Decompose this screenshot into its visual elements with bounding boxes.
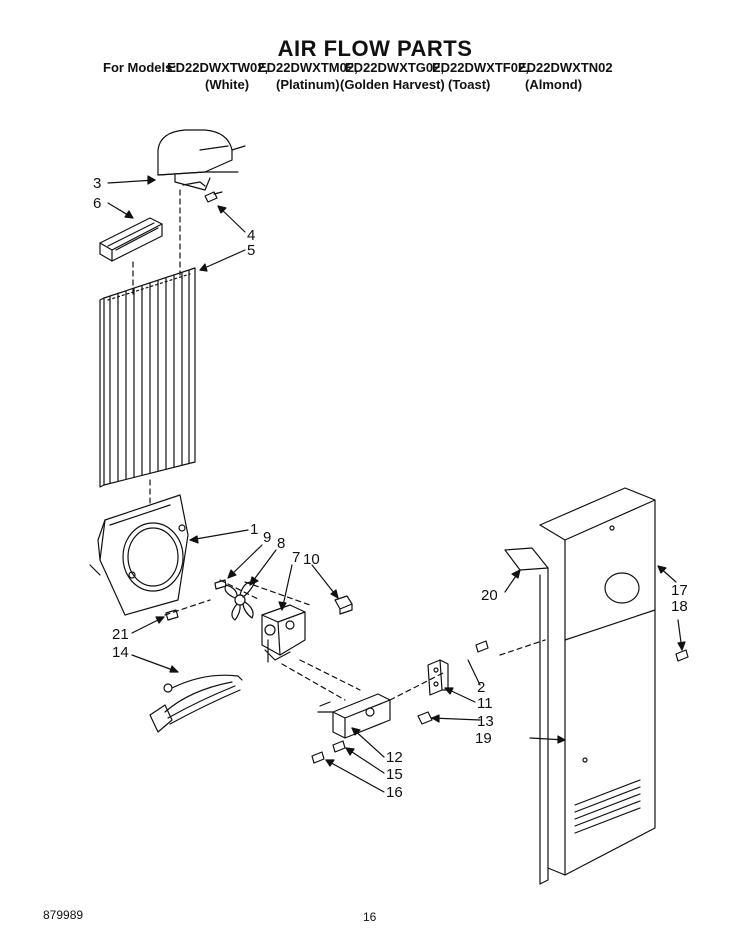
model-color: (Almond) <box>525 77 583 92</box>
air-duct-part <box>158 130 245 190</box>
insert-part <box>100 218 162 261</box>
page-title: AIR FLOW PARTS <box>277 36 473 61</box>
wire-harness-part <box>150 675 242 732</box>
grommet-part <box>335 596 352 614</box>
callout-1: 1 <box>250 521 259 538</box>
callout-9: 9 <box>263 529 272 546</box>
evaporator-coil-part <box>100 268 195 487</box>
model-number: ED22DWXTF02, <box>432 60 529 75</box>
alignment-lines <box>133 190 545 700</box>
callout-17: 17 <box>671 582 688 599</box>
model-color: (Golden Harvest) <box>340 77 445 92</box>
bracket-part <box>428 660 448 695</box>
callout-16: 16 <box>386 784 403 801</box>
model-color: (Platinum) <box>276 77 340 92</box>
fan-shroud-part <box>90 495 188 615</box>
screw-part <box>676 650 688 661</box>
model-number: ED22DWXTG02, <box>345 60 444 75</box>
screw-part <box>312 741 345 763</box>
nut-part <box>418 712 432 724</box>
callout-20: 20 <box>481 587 498 604</box>
model-number: ED22DWXTN02 <box>518 60 613 75</box>
fan-motor-part <box>262 605 305 662</box>
rear-panel-part <box>540 488 655 875</box>
callout-12: 12 <box>386 749 403 766</box>
callout-5: 5 <box>247 242 256 259</box>
callout-2: 2 <box>477 679 486 696</box>
callout-21: 21 <box>112 626 129 643</box>
callout-7: 7 <box>292 549 301 566</box>
callout-4: 4 <box>247 227 256 244</box>
callout-11: 11 <box>477 695 493 712</box>
models-label: For Models: <box>103 60 177 75</box>
nut-part <box>215 580 226 589</box>
model-color: (White) <box>205 77 250 92</box>
damper-bracket-part <box>318 694 390 738</box>
model-number: ED22DWXTM02, <box>258 60 358 75</box>
fan-blade-part <box>225 582 255 620</box>
document-number: 879989 <box>43 908 84 922</box>
screw-part <box>476 641 488 652</box>
callout-14: 14 <box>112 644 129 661</box>
callout-13: 13 <box>477 713 494 730</box>
callout-18: 18 <box>671 598 688 615</box>
callout-6: 6 <box>93 195 102 212</box>
screw-part <box>205 192 222 202</box>
model-color: (Toast) <box>448 77 491 92</box>
screw-part <box>166 610 178 620</box>
callout-8: 8 <box>277 535 286 552</box>
callout-19: 19 <box>475 730 492 747</box>
callout-15: 15 <box>386 766 403 783</box>
model-number: ED22DWXTW02, <box>167 60 269 75</box>
callout-3: 3 <box>93 175 102 192</box>
gasket-strip-part <box>505 548 548 884</box>
callout-10: 10 <box>303 551 320 568</box>
page-number: 16 <box>363 910 377 924</box>
leader-arrows <box>108 176 685 792</box>
